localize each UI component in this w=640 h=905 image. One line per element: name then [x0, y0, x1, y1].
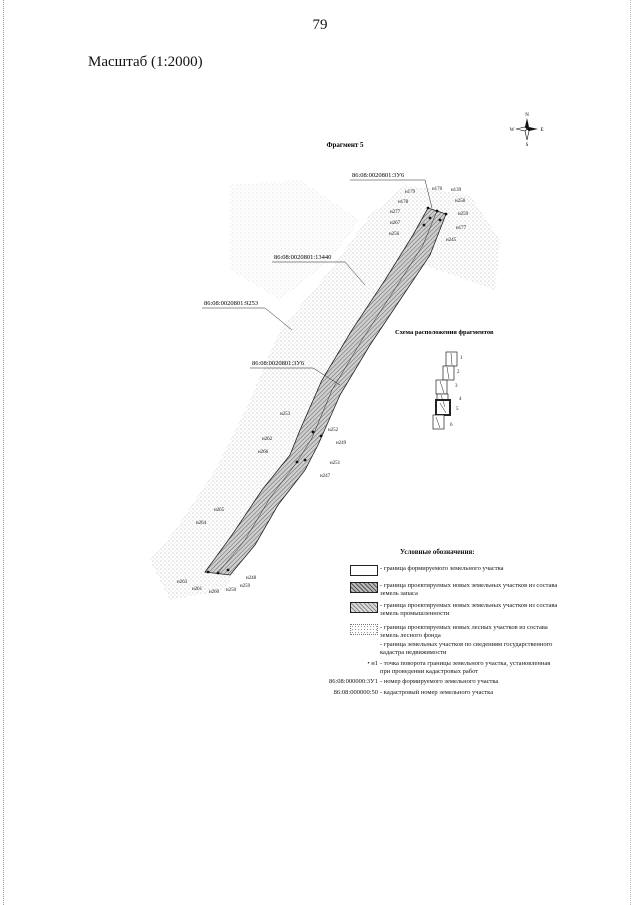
legend-text: - кадастровый номер земельного участка: [380, 689, 494, 696]
parcel-label-4: 86:08:0020801:3У6: [252, 360, 305, 367]
legend-text: - номер формируемого земельного участка: [380, 678, 499, 685]
point-label: н266: [258, 450, 269, 455]
compass-w: W: [510, 128, 515, 133]
compass-s: S: [526, 143, 529, 148]
point-label: н176: [432, 187, 443, 192]
corridor-centerline: [217, 210, 438, 574]
page-number: 79: [312, 17, 328, 33]
point-label: н259: [458, 212, 469, 217]
legend-item-industrial-land: - граница проектируемых новых земельных …: [300, 602, 560, 626]
legend-text: - граница проектируемых новых лесных уча…: [380, 624, 548, 639]
point-label: н264: [196, 521, 207, 526]
point-label: н261: [192, 587, 203, 592]
legend-swatch: [350, 624, 378, 635]
point-label: н267: [390, 221, 401, 226]
point-labels: н179 н176 н139 н178 н258 н277 н259 н267 …: [177, 187, 469, 595]
legend-item-cadastre-boundary: - граница земельных участков по сведения…: [300, 641, 560, 665]
inset-fragment-label: 1: [460, 356, 463, 361]
point-label: н179: [405, 190, 416, 195]
legend-title: Условные обозначения:: [400, 548, 475, 556]
forest-land-area-2: [230, 180, 360, 300]
point-label: н249: [336, 441, 347, 446]
legend-item-reserve-land: - граница проектируемых новых земельных …: [300, 582, 560, 606]
point-label: н258: [455, 199, 466, 204]
map-scale: Масштаб (1:2000): [88, 54, 203, 70]
inset-fragment-label: 3: [455, 384, 458, 389]
legend-text: - граница проектируемых новых земельных …: [380, 602, 558, 617]
scan-right-edge: [630, 0, 633, 905]
legend-swatch: [350, 565, 378, 576]
point-label: н260: [209, 590, 220, 595]
scan-left-edge: [3, 0, 6, 905]
point-label: н250: [226, 588, 237, 593]
point-label: н247: [320, 474, 331, 479]
point-label: н245: [446, 238, 457, 243]
inset-fragment-label: 4: [459, 397, 462, 402]
inset-fragment-label: 5: [456, 407, 459, 412]
compass-e: E: [540, 128, 543, 133]
land-parcel-corridor: [204, 207, 447, 576]
legend-item-forest-land: - граница проектируемых новых лесных уча…: [300, 624, 560, 648]
point-label: н277: [390, 210, 401, 215]
inset-title: Схема расположения фрагментов: [395, 329, 494, 336]
legend-item-cadastral-number: 86:08:000000:50 - кадастровый номер земе…: [300, 689, 560, 713]
point-label: н265: [214, 508, 225, 513]
legend-swatch: [350, 602, 378, 613]
point-label: н178: [398, 200, 409, 205]
point-label: н263: [177, 580, 188, 585]
fragment-title: Фрагмент 5: [326, 141, 364, 149]
fragment-layout-inset: [432, 351, 458, 430]
legend-text: - точка поворота границы земельного учас…: [380, 660, 551, 675]
point-label: н259: [240, 584, 251, 589]
legend-item-formed-number: 86:08:000000:3У1 - номер формируемого зе…: [300, 678, 560, 702]
point-label: н253: [280, 412, 291, 417]
parcel-label-1: 86:08:0020801:3У6: [352, 172, 405, 179]
legend-swatch: [350, 582, 378, 593]
point-label: н262: [262, 437, 273, 442]
legend-text: - граница формируемого земельного участк…: [380, 565, 504, 572]
point-label: н139: [451, 188, 462, 193]
legend-key: • н1: [367, 660, 378, 667]
point-label: н256: [389, 232, 400, 237]
legend-item-turning-point: • н1 - точка поворота границы земельного…: [300, 660, 560, 684]
compass-n: N: [525, 113, 529, 118]
inset-fragment-label: 2: [457, 370, 460, 375]
parcel-label-3: 86:08:0020801:9253: [204, 300, 258, 307]
legend-text: - граница проектируемых новых земельных …: [380, 582, 558, 597]
point-label: н252: [328, 428, 339, 433]
legend-key: 86:08:000000:3У1: [328, 678, 378, 685]
legend-item-formed-parcel: - граница формируемого земельного участк…: [300, 565, 560, 589]
compass-rose-icon: N S W E: [510, 113, 544, 148]
turning-points: [206, 206, 448, 575]
point-label: н251: [330, 461, 341, 466]
legend-key: 86:08:000000:50: [333, 689, 378, 696]
point-label: н177: [456, 226, 467, 231]
point-label: н248: [246, 576, 257, 581]
legend-text: - граница земельных участков по сведения…: [380, 641, 553, 656]
inset-fragment-label: 6: [450, 423, 453, 428]
parcel-label-2: 86:08:0020801:13440: [274, 254, 331, 261]
